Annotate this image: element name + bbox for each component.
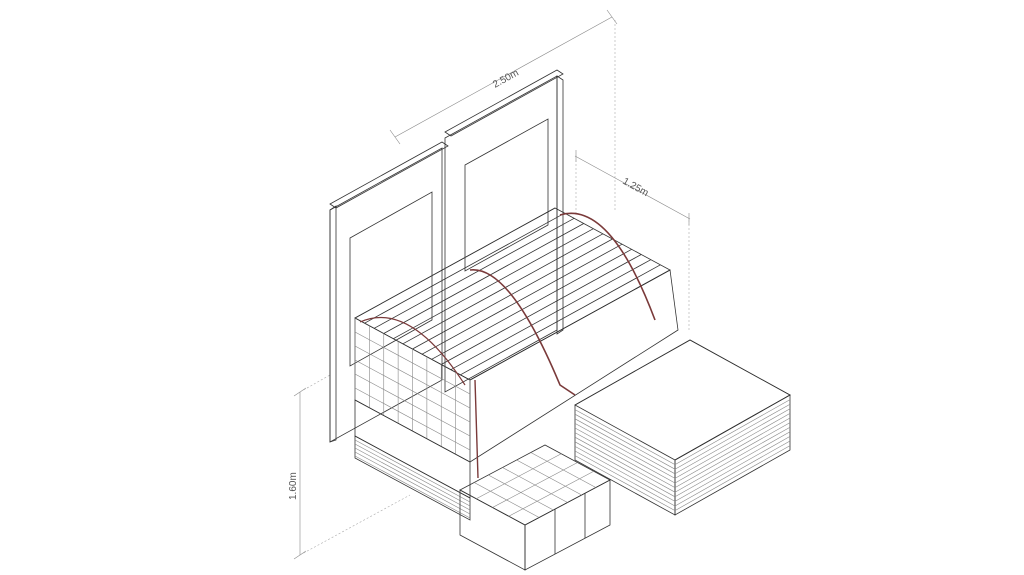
- line: [674, 408, 791, 475]
- line: [354, 439, 471, 503]
- line: [674, 413, 791, 479]
- strap-end: [359, 316, 466, 386]
- length-label: 2.50m: [491, 68, 521, 91]
- line: [441, 254, 642, 365]
- line: [574, 423, 676, 479]
- line: [674, 417, 791, 484]
- line: [354, 455, 471, 519]
- line: [492, 462, 578, 508]
- line: [574, 413, 676, 470]
- line: [674, 403, 791, 470]
- depth-label: 1.25m: [621, 176, 651, 199]
- board-layers: [574, 399, 791, 511]
- line: [354, 387, 471, 451]
- line: [469, 269, 671, 381]
- line: [393, 228, 594, 340]
- line: [574, 446, 676, 502]
- line: [450, 259, 652, 371]
- line: [574, 450, 676, 507]
- line: [574, 409, 676, 465]
- line: [674, 436, 791, 502]
- strap-back: [559, 212, 656, 321]
- door-panel-left: [329, 141, 449, 443]
- tool-boxes: [459, 444, 611, 571]
- line: [354, 447, 471, 511]
- line: [574, 455, 676, 511]
- line: [373, 217, 575, 329]
- line: [674, 431, 791, 498]
- base-lines: [354, 439, 471, 519]
- dimension-height: 1.60m: [288, 374, 411, 560]
- line: [674, 445, 791, 511]
- height-label: 1.60m: [288, 472, 299, 500]
- timber-bundle: [354, 207, 679, 479]
- line: [354, 207, 556, 319]
- line: [674, 399, 791, 465]
- line: [421, 243, 623, 355]
- line: [674, 422, 791, 488]
- box-compartments: [474, 452, 596, 518]
- line: [476, 453, 562, 500]
- base-blocks: [354, 399, 471, 521]
- line: [354, 345, 471, 409]
- line: [574, 432, 676, 488]
- line: [431, 248, 632, 360]
- dimension-length: 2.50m: [389, 9, 618, 210]
- line: [354, 331, 471, 395]
- line: [364, 212, 565, 324]
- line: [574, 441, 676, 498]
- line: [574, 427, 676, 484]
- door-panel-right: [444, 69, 564, 393]
- line: [354, 443, 471, 507]
- line: [412, 238, 613, 350]
- strap-front: [469, 269, 576, 396]
- line: [460, 264, 661, 376]
- strap-vertical: [474, 379, 479, 479]
- line: [354, 373, 471, 437]
- line: [354, 451, 471, 515]
- line: [402, 233, 604, 345]
- board-stack: [574, 339, 791, 516]
- line: [383, 223, 584, 334]
- line: [574, 436, 676, 493]
- line: [574, 418, 676, 475]
- line: [354, 359, 471, 423]
- bundle-slats: [354, 207, 671, 462]
- line: [674, 426, 791, 493]
- line: [674, 440, 791, 507]
- line: [508, 470, 594, 517]
